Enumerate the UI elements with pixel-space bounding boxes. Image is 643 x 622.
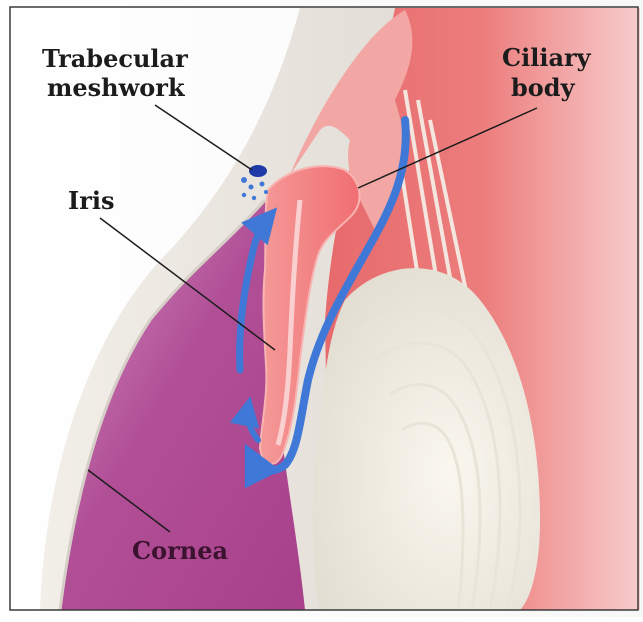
label-iris: Iris (68, 186, 115, 215)
label-cornea: Cornea (132, 536, 228, 565)
label-trabecular-line1: Trabecular (42, 44, 188, 73)
label-trabecular-line2: meshwork (47, 73, 186, 102)
label-ciliary-line2: body (511, 73, 576, 102)
label-ciliary-line1: Ciliary (502, 43, 592, 72)
